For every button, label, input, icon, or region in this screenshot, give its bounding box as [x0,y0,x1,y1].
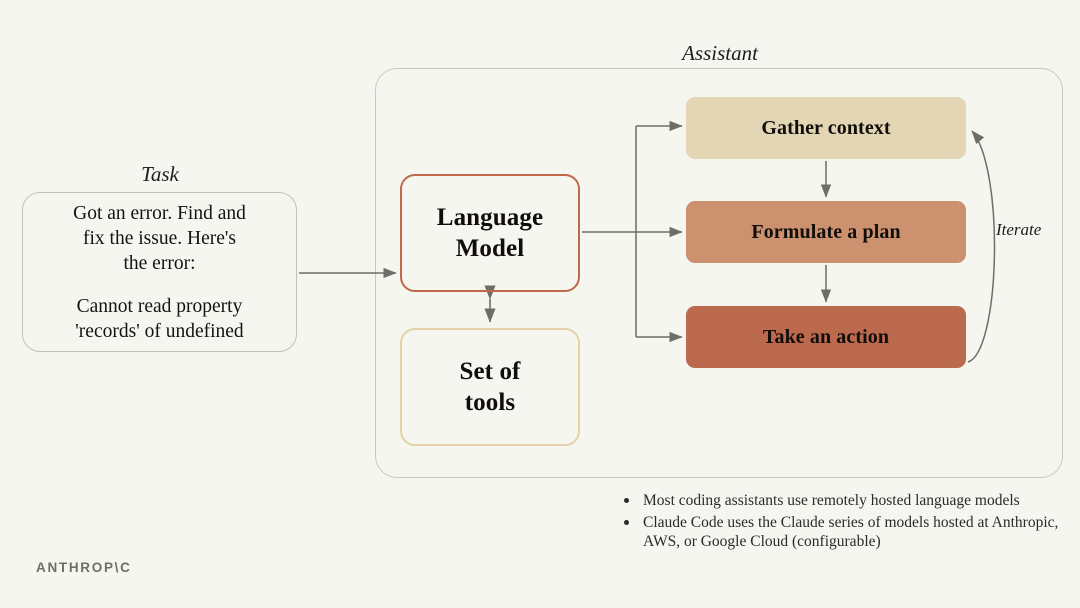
task-line-2: fix the issue. Here's [83,227,236,249]
language-model-label-line1: Language [436,204,544,231]
task-error-line-1: Cannot read property [76,295,243,317]
set-of-tools-label-line1: Set of [459,358,521,385]
notes-list: Most coding assistants use remotely host… [618,491,1066,554]
note-item: Claude Code uses the Claude series of mo… [618,513,1066,552]
formulate-a-plan-box: Formulate a plan [686,201,966,263]
set-of-tools-box: Set of tools [400,328,580,446]
task-box: Got an error. Find and fix the issue. He… [22,192,297,352]
bullet-icon [624,519,629,525]
note-item: Most coding assistants use remotely host… [618,491,1066,511]
language-model-box: Language Model [400,174,580,292]
language-model-label-line2: Model [455,235,525,262]
take-an-action-box: Take an action [686,306,966,368]
note-text: Most coding assistants use remotely host… [643,492,1020,509]
gather-context-box: Gather context [686,97,966,159]
set-of-tools-label-line2: tools [464,389,516,416]
task-caption: Task [141,162,179,186]
bullet-icon [624,498,629,503]
task-line-1: Got an error. Find and [73,202,246,224]
note-text: Claude Code uses the Claude series of mo… [643,513,1059,551]
iterate-label: Iterate [996,220,1042,239]
task-line-3: the error: [123,252,196,274]
anthropic-logo: ANTHROP\C [36,560,132,575]
task-error-line-2: 'records' of undefined [75,320,244,342]
assistant-caption: Assistant [682,41,758,65]
